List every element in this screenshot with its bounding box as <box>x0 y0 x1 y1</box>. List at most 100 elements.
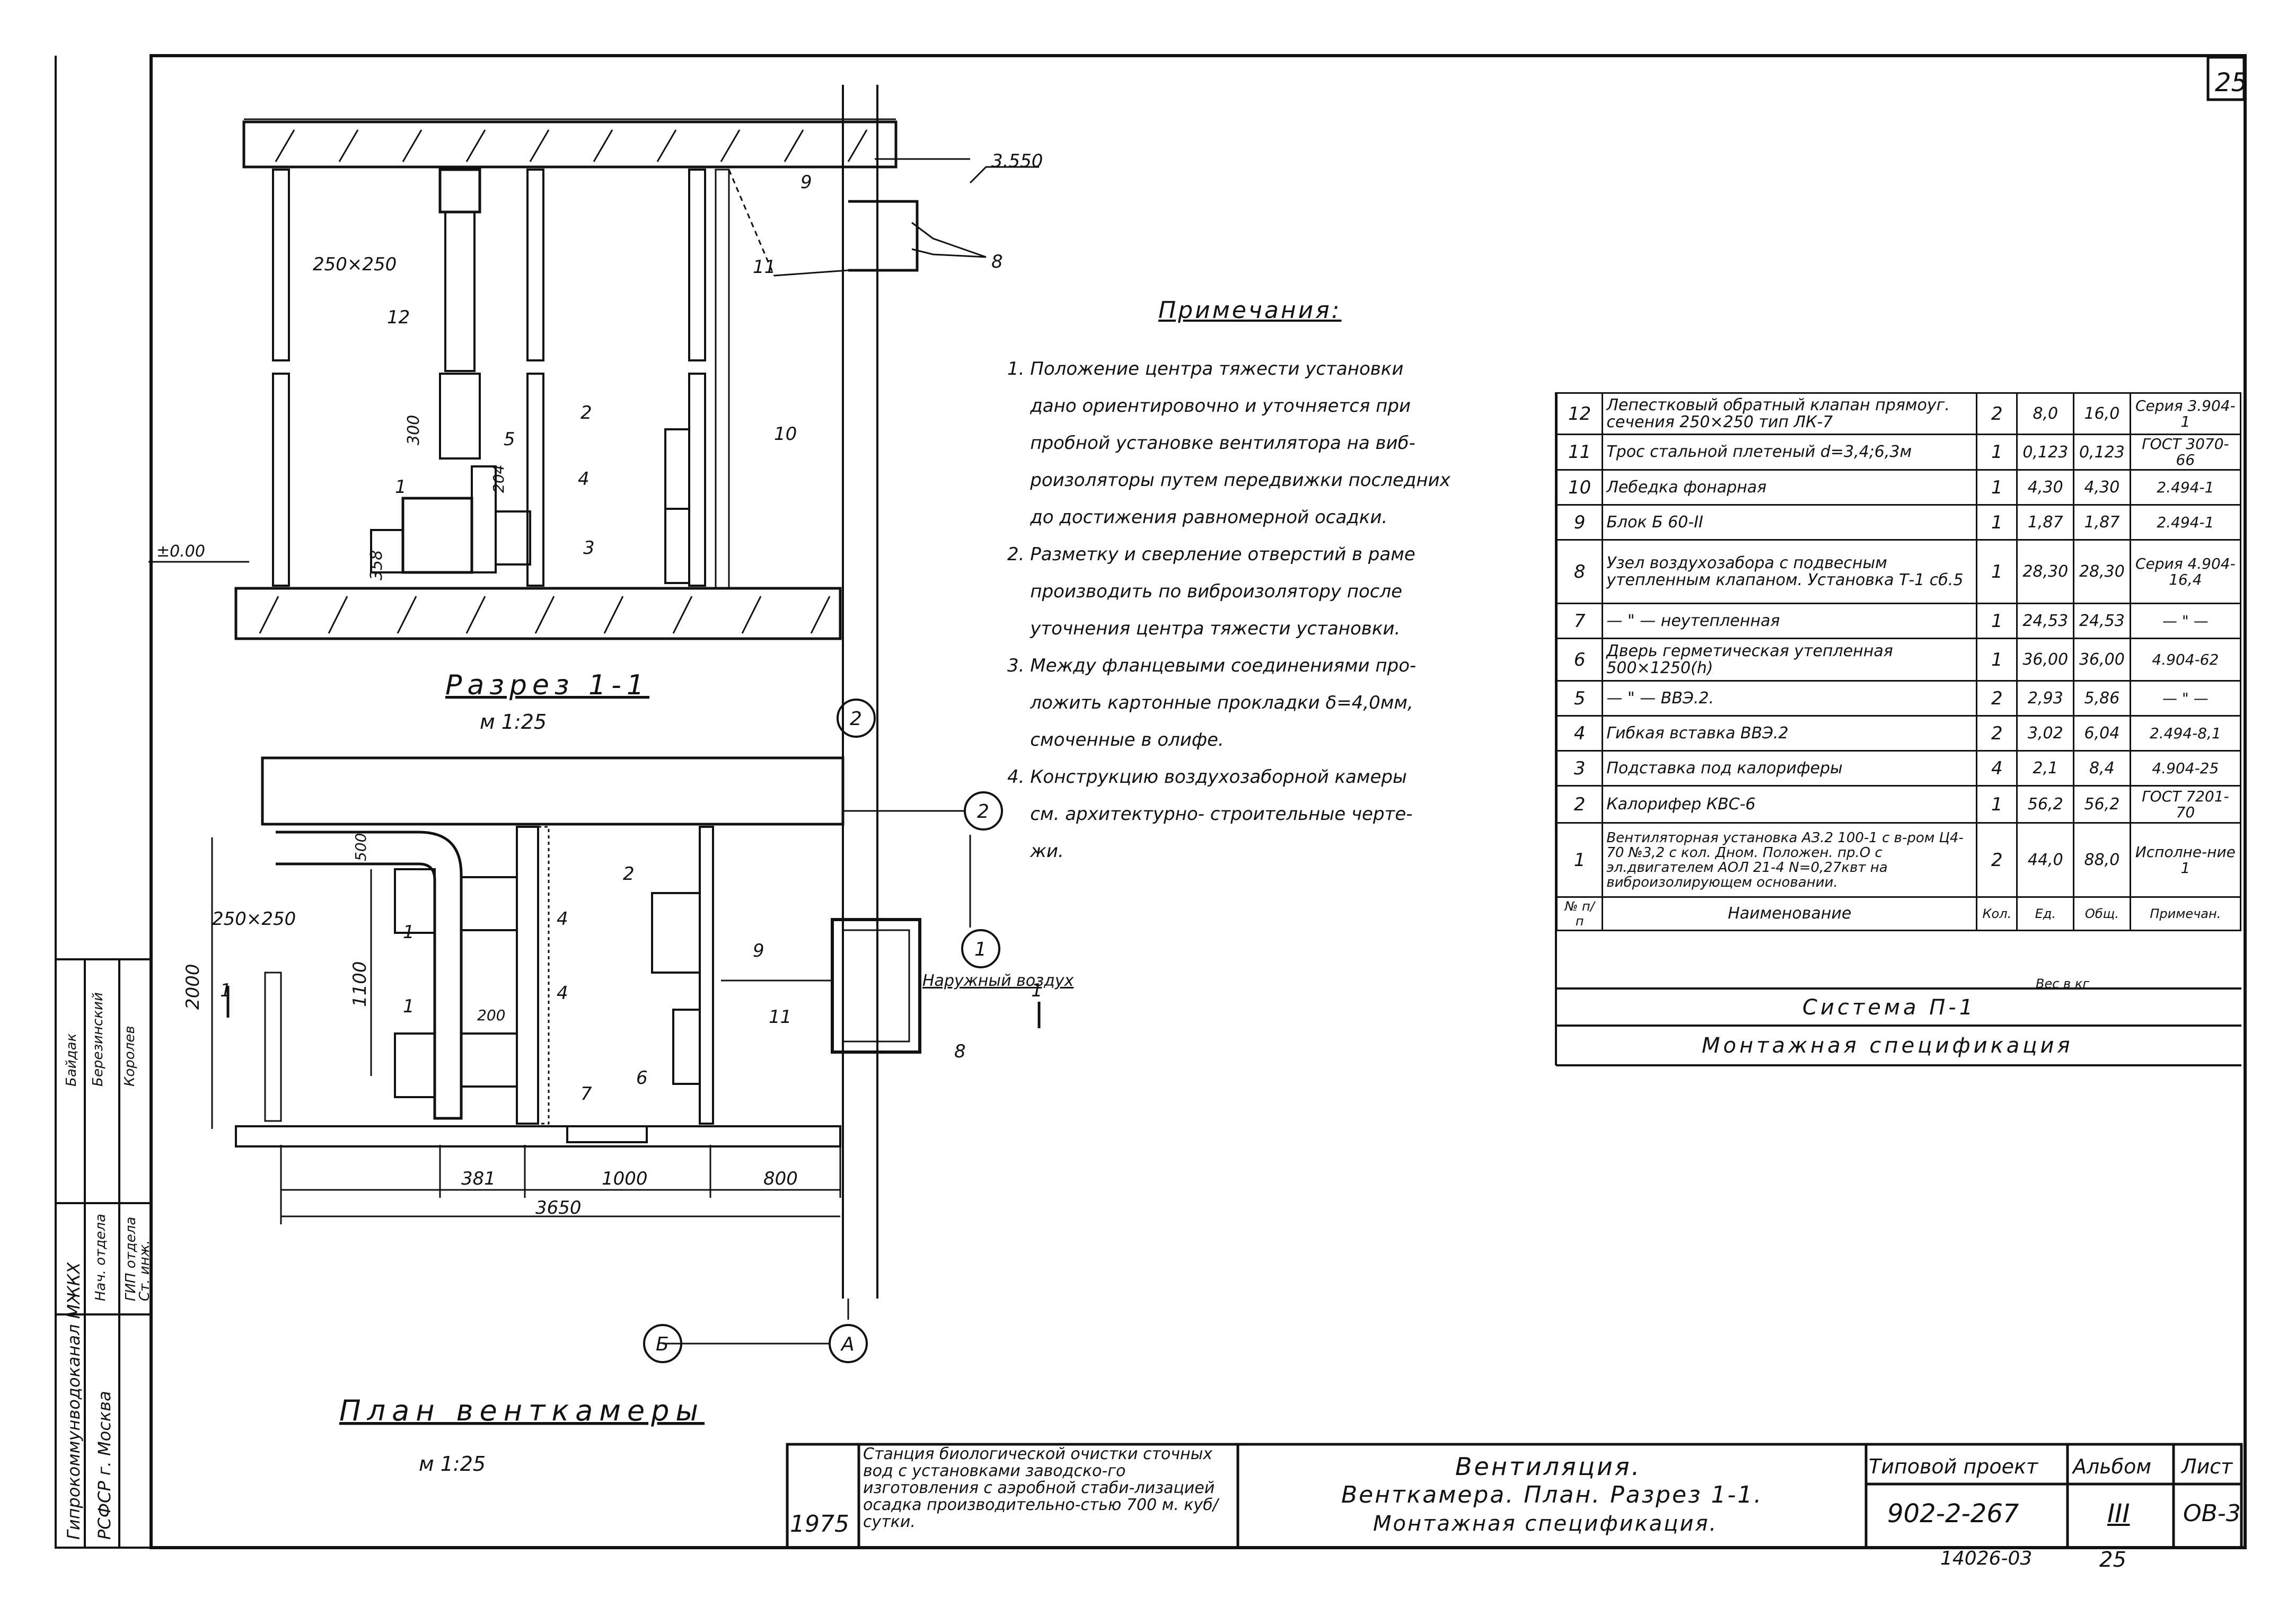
note-line: см. архитектурно- строительные черте- <box>1007 804 1413 825</box>
table-header-row: № п/п Наименование Кол. Ед. Общ. Примеча… <box>1555 896 2242 931</box>
svg-text:3650: 3650 <box>535 1197 582 1219</box>
stamp-name-3: Королев <box>122 1026 138 1087</box>
bottom-page: 25 <box>2099 1548 2126 1572</box>
section-scale: м 1:25 <box>480 710 547 734</box>
svg-text:Наружный воздух: Наружный воздух <box>922 972 1074 990</box>
dim-204: 204 <box>490 465 507 493</box>
stamp-role-3: Ст. инж. <box>137 1240 153 1301</box>
svg-text:6: 6 <box>636 1067 648 1089</box>
sheet-title-line1: Вентиляция. <box>1455 1452 1642 1481</box>
project-number: 902-2-267 <box>1887 1499 2019 1529</box>
svg-text:1: 1 <box>220 980 232 1001</box>
plan-scale: м 1:25 <box>419 1452 486 1476</box>
spec-caption: Монтажная спецификация <box>1702 1034 2073 1058</box>
note-line: производить по виброизолятору после <box>1007 581 1403 602</box>
sheet-number: ОВ-3 <box>2183 1500 2241 1527</box>
svg-text:8: 8 <box>954 1041 966 1062</box>
svg-text:А: А <box>840 1334 855 1355</box>
svg-text:8: 8 <box>991 251 1003 272</box>
svg-text:1: 1 <box>974 939 987 960</box>
note-line: пробной установке вентилятора на виб- <box>1007 432 1415 454</box>
svg-text:3: 3 <box>583 537 595 559</box>
svg-text:Б: Б <box>656 1334 669 1355</box>
stamp-role-1: Нач. отдела <box>93 1214 109 1301</box>
notes-title: Примечания: <box>1158 297 1342 324</box>
sheet-title-line3: Монтажная спецификация. <box>1373 1512 1718 1536</box>
svg-text:5: 5 <box>504 429 515 450</box>
note-line: уточнения центра тяжести установки. <box>1007 618 1401 639</box>
elev-3550: 3.550 <box>991 151 1043 172</box>
label-sheet: Лист <box>2181 1455 2233 1478</box>
sheet-title-line2: Венткамера. План. Разрез 1-1. <box>1341 1481 1763 1508</box>
project-year: 1975 <box>790 1511 849 1538</box>
svg-text:500: 500 <box>352 833 370 861</box>
note-line: 1. Положение центра тяжести установки <box>1007 358 1404 379</box>
svg-text:7: 7 <box>580 1083 592 1105</box>
svg-text:2: 2 <box>977 801 989 823</box>
duct-size-label: 250×250 <box>313 254 397 275</box>
svg-text:1100: 1100 <box>349 961 371 1007</box>
note-line: 3. Между фланцевыми соединениями про- <box>1007 655 1417 676</box>
svg-text:4: 4 <box>557 983 568 1004</box>
notes-block: Примечания: 1. Положение центра тяжести … <box>1007 297 1450 870</box>
axis-2-bubble: 2 <box>850 708 862 730</box>
svg-text:200: 200 <box>477 1006 505 1024</box>
note-line: 2. Разметку и сверление отверстий в раме <box>1007 544 1415 565</box>
svg-text:2: 2 <box>580 402 592 423</box>
album-number: III <box>2107 1499 2130 1529</box>
stamp-name-2: Березинский <box>90 992 106 1087</box>
note-line: до достижения равномерной осадки. <box>1007 507 1388 528</box>
svg-text:4: 4 <box>557 908 568 930</box>
dim-358: 358 <box>367 550 386 580</box>
plan-view <box>211 742 1041 1345</box>
svg-text:1: 1 <box>1031 980 1043 1001</box>
svg-text:10: 10 <box>774 423 797 445</box>
dim-300: 300 <box>404 415 423 445</box>
svg-text:11: 11 <box>753 257 776 278</box>
plan-labels: 250×250 500 2000 1100 200 381 1000 800 3… <box>182 833 1074 1219</box>
section-1-1 <box>148 85 1039 742</box>
project-description: Станция биологической очистки сточных во… <box>863 1445 1218 1531</box>
label-project: Типовой проект <box>1869 1455 2038 1478</box>
label-album: Альбом <box>2073 1455 2152 1478</box>
weight-header: Вес в кг <box>2036 976 2089 991</box>
svg-text:12: 12 <box>387 307 410 328</box>
svg-text:381: 381 <box>461 1168 496 1189</box>
svg-text:4: 4 <box>578 469 590 490</box>
note-line: дано ориентировочно и уточняется при <box>1007 395 1411 417</box>
note-line: смоченные в олифе. <box>1007 729 1224 750</box>
svg-text:800: 800 <box>763 1168 798 1189</box>
title-block-frame <box>786 1443 2243 1549</box>
note-line: роизоляторы путем передвижки последних <box>1007 470 1450 491</box>
svg-text:1: 1 <box>395 476 407 498</box>
section-title: Разрез 1-1 <box>445 669 649 701</box>
note-line: жи. <box>1007 841 1064 862</box>
section-position-labels: 1 2 3 4 5 8 9 10 11 12 <box>387 172 1003 559</box>
plan-title: План венткамеры <box>339 1394 705 1427</box>
axis-bubbles: 2 1 Б А <box>643 791 1003 1363</box>
svg-text:2000: 2000 <box>182 964 204 1010</box>
left-stamp-frame <box>55 958 152 1549</box>
svg-text:1000: 1000 <box>602 1168 648 1189</box>
svg-text:250×250: 250×250 <box>212 908 296 930</box>
stamp-name-1: Байдак <box>64 1033 80 1087</box>
svg-text:9: 9 <box>753 940 764 961</box>
note-line: ложить картонные прокладки δ=4,0мм, <box>1007 692 1413 713</box>
svg-text:9: 9 <box>800 172 812 193</box>
svg-text:11: 11 <box>769 1006 791 1028</box>
left-stamp-org: Гипрокоммунводоканал МЖКХ РСФСР г. Москв… <box>64 1262 115 1540</box>
svg-text:2: 2 <box>623 863 635 885</box>
